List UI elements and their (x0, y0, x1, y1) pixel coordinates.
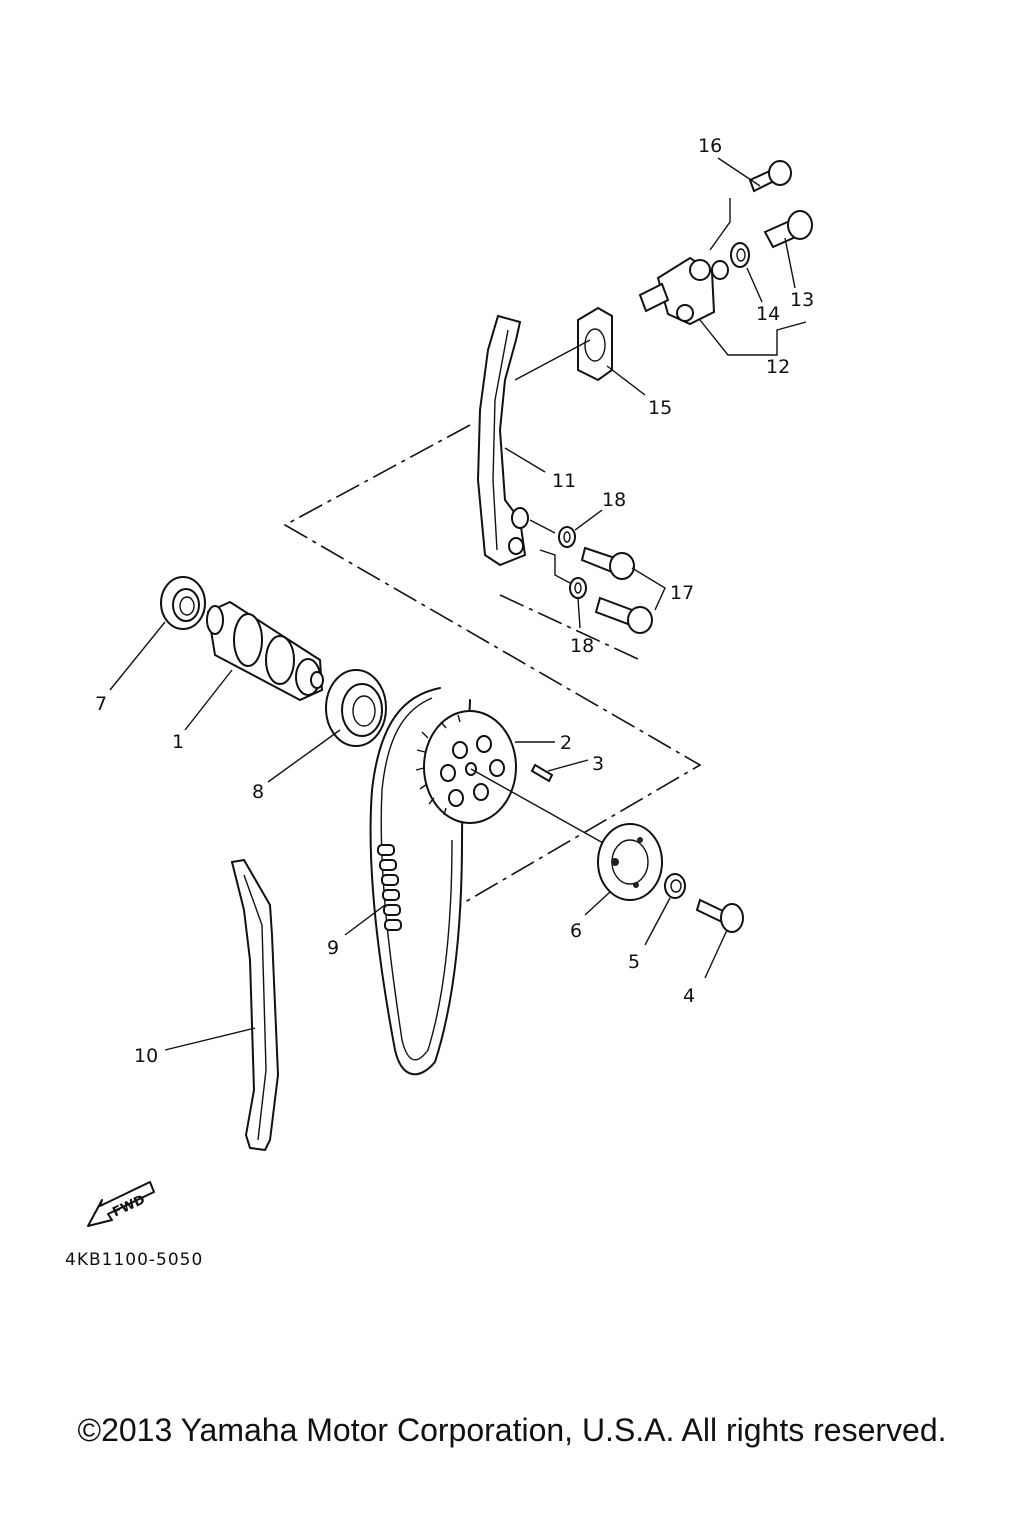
plug-bolt (763, 210, 813, 249)
bolt-17-upper (580, 546, 635, 580)
callout-18-upper: 18 (602, 489, 626, 511)
washer-5 (664, 873, 686, 899)
bearing-large (325, 669, 387, 747)
washer-14 (730, 242, 750, 268)
assembly-line (514, 339, 591, 381)
cam-plate (597, 823, 663, 901)
chain-tensioner (638, 256, 729, 326)
fwd-arrow-icon: FWD (87, 1181, 155, 1227)
assembly-line (529, 519, 571, 584)
bearing-small (160, 576, 206, 630)
camshaft (206, 600, 324, 702)
part-code: 4KB1100-5050 (65, 1250, 203, 1270)
bolt-4 (695, 898, 744, 933)
callout-1: 1 (172, 731, 184, 753)
assembly-line (470, 768, 613, 849)
callout-5: 5 (628, 951, 640, 973)
cam-sprocket (415, 710, 517, 824)
callout-3: 3 (592, 753, 604, 775)
callout-11: 11 (552, 470, 576, 492)
washer-18-lower (569, 577, 587, 599)
bolt-16 (748, 160, 792, 193)
reference-lines (283, 424, 702, 906)
chain-links (377, 844, 402, 931)
callout-8: 8 (252, 781, 264, 803)
callout-6: 6 (570, 920, 582, 942)
callouts: 1 2 3 4 5 6 7 8 9 10 11 12 13 14 15 16 1… (95, 135, 814, 1067)
leader-lines (109, 157, 807, 1051)
callout-12: 12 (766, 356, 790, 378)
dowel-pin (530, 763, 554, 783)
callout-7: 7 (95, 693, 107, 715)
copyright-footer: ©2013 Yamaha Motor Corporation, U.S.A. A… (77, 1412, 947, 1448)
bolt-17-lower (594, 596, 653, 634)
callout-14: 14 (756, 303, 780, 325)
callout-16: 16 (698, 135, 722, 157)
callout-4: 4 (683, 985, 695, 1007)
callout-9: 9 (327, 937, 339, 959)
callout-2: 2 (560, 732, 572, 754)
timing-chain (369, 687, 471, 1076)
fwd-badge-text: FWD (110, 1192, 147, 1220)
callout-18-lower: 18 (570, 635, 594, 657)
tensioner-guide (476, 314, 529, 567)
callout-13: 13 (790, 289, 814, 311)
assembly-line (709, 198, 731, 251)
chain-guide (230, 858, 280, 1152)
callout-17: 17 (670, 582, 694, 604)
callout-15: 15 (648, 397, 672, 419)
callout-10: 10 (134, 1045, 158, 1067)
washer-18-upper (558, 526, 576, 548)
